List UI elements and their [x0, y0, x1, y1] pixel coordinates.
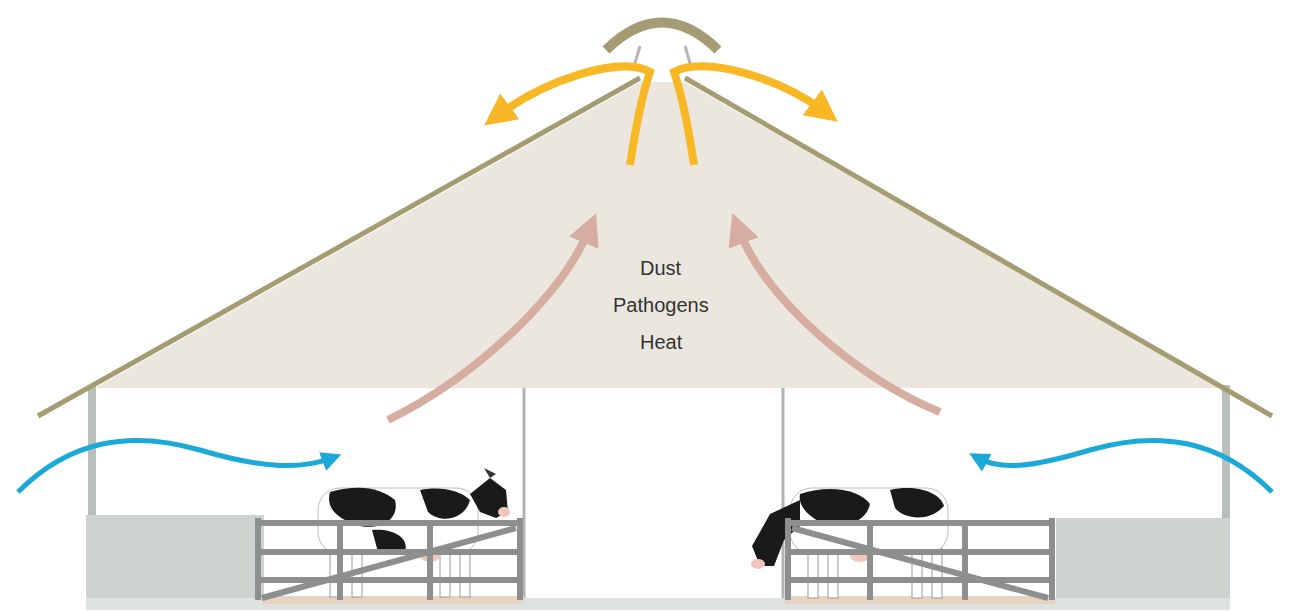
post [1222, 385, 1230, 520]
ridge-vent-cap [606, 23, 718, 51]
post [782, 388, 785, 600]
wall [86, 515, 264, 607]
hazard-label: Heat [640, 330, 682, 354]
roof [685, 78, 1272, 416]
bedding [262, 596, 524, 604]
wall [1056, 518, 1230, 607]
fresh-air-arrow [978, 440, 1272, 492]
post [88, 385, 96, 518]
hazard-label: Pathogens [613, 293, 709, 317]
fresh-air-arrow [18, 440, 332, 492]
roof-space [95, 82, 1222, 388]
exhaust-arrow [674, 66, 825, 165]
pen-gate [258, 518, 520, 600]
pen-gate [788, 518, 1052, 600]
rising-air-arrow [738, 228, 940, 412]
roof [38, 78, 640, 416]
exhaust-arrow [497, 67, 650, 165]
hazard-label: Dust [640, 256, 681, 280]
rising-air-arrow [388, 228, 590, 420]
